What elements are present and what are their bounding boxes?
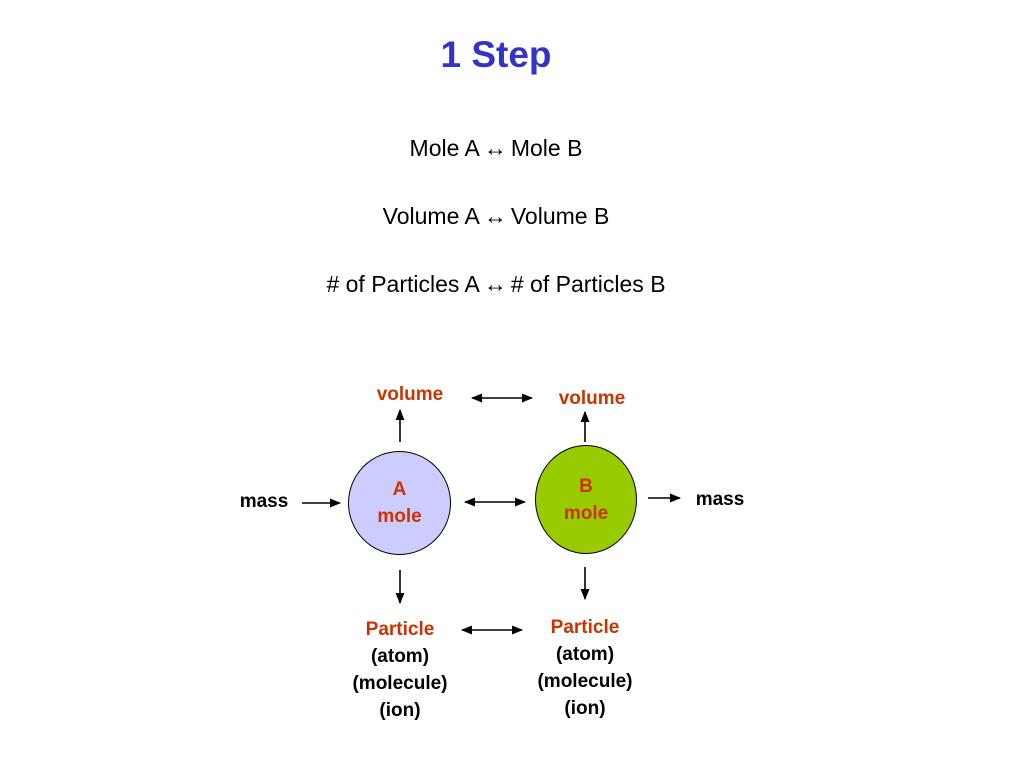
equation-mole: Mole A↔Mole B [0, 135, 992, 162]
mass-b-label: mass [695, 489, 745, 510]
double-arrow-icon: ↔ [483, 135, 507, 161]
volume-a-label: volume [376, 384, 444, 405]
mole-b-node: B mole [535, 445, 637, 554]
node-a-label: mole [377, 506, 422, 527]
particle-b-atom: (atom) [555, 644, 615, 665]
mass-a-label: mass [239, 491, 289, 512]
page-title: 1 Step [440, 34, 552, 75]
equation-left: Mole A [409, 135, 480, 161]
particle-a-molecule: (molecule) [352, 673, 448, 694]
equation-left: # of Particles A [326, 271, 480, 297]
particle-a-block: Particle (atom) (molecule) (ion) [320, 616, 480, 724]
node-b-letter: B [579, 475, 593, 497]
equation-volume: Volume A↔Volume B [0, 203, 992, 230]
particle-b-block: Particle (atom) (molecule) (ion) [505, 614, 665, 722]
equation-right: # of Particles B [510, 271, 666, 297]
particle-b-ion: (ion) [564, 698, 606, 719]
equation-right: Volume B [510, 203, 610, 229]
equation-particles: # of Particles A↔# of Particles B [0, 271, 992, 298]
mole-a-node: A mole [348, 451, 451, 555]
double-arrow-icon: ↔ [483, 271, 507, 297]
node-a-letter: A [392, 479, 407, 500]
equation-left: Volume A [382, 203, 480, 229]
particle-a-heading: Particle [365, 619, 435, 640]
double-arrow-icon: ↔ [483, 203, 507, 229]
particle-a-atom: (atom) [370, 646, 430, 667]
particle-b-molecule: (molecule) [537, 671, 633, 692]
particle-a-ion: (ion) [379, 700, 421, 721]
particle-b-heading: Particle [550, 617, 620, 638]
volume-b-label: volume [558, 388, 626, 409]
equation-right: Mole B [510, 135, 583, 161]
node-b-label: mole [563, 502, 609, 524]
